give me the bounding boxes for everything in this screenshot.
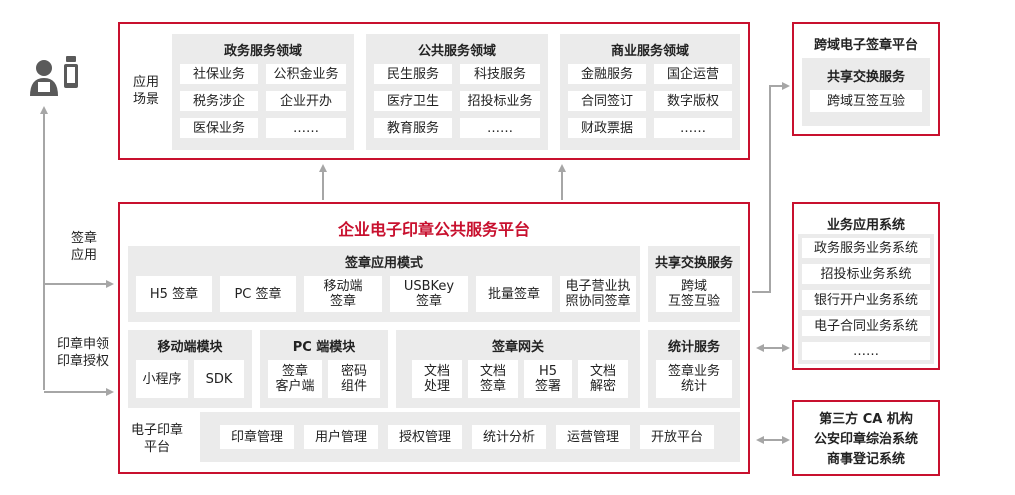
sign-mode-item: 批量签章 <box>476 276 552 312</box>
panel-mobile-module: 移动端模块 小程序 SDK <box>128 330 252 408</box>
scene-item: 合同签订 <box>568 91 646 111</box>
scene-item: 教育服务 <box>374 118 452 138</box>
panel-business-services: 商业服务领域 金融服务 国企运营 合同签订 数字版权 财政票据 …… <box>560 34 740 150</box>
scene-item: …… <box>460 118 540 138</box>
scene-item: 税务涉企 <box>180 91 258 111</box>
mobile-item: 小程序 <box>136 360 188 398</box>
eseal-item: 印章管理 <box>220 425 294 449</box>
sign-mode-item: H5 签章 <box>136 276 212 312</box>
scene-item: 招投标业务 <box>460 91 540 111</box>
user-device-icon <box>30 56 78 96</box>
eseal-item: 运营管理 <box>556 425 630 449</box>
scene-item: …… <box>654 118 732 138</box>
panel-signing-modes: 签章应用模式 H5 签章 PC 签章 移动端 签章 USBKey 签章 批量签章… <box>128 246 640 322</box>
sign-mode-item: 移动端 签章 <box>304 276 382 312</box>
panel-title: 商业服务领域 <box>610 44 689 59</box>
cross-share-panel: 共享交换服务 跨域互签互验 <box>802 58 930 126</box>
gateway-item: 文档 签章 <box>468 360 518 398</box>
panel-title: 统计服务 <box>667 340 720 355</box>
scene-item: 社保业务 <box>180 64 258 84</box>
panel-signing-gateway: 签章网关 文档 处理 文档 签章 H5 签署 文档 解密 <box>396 330 640 408</box>
business-systems-title: 业务应用系统 <box>826 218 905 233</box>
scene-item: 数字版权 <box>654 91 732 111</box>
mobile-item: SDK <box>194 360 244 398</box>
eseal-item: 授权管理 <box>388 425 462 449</box>
panel-eseal-platform: 印章管理 用户管理 授权管理 统计分析 运营管理 开放平台 <box>200 412 740 462</box>
panel-title: 签章网关 <box>491 340 544 355</box>
arrow-share-to-cross <box>752 82 790 293</box>
panel-stats-service: 统计服务 签章业务 统计 <box>648 330 740 408</box>
third-party-line: 第三方 CA 机构 <box>819 412 913 427</box>
pc-item: 密码 组件 <box>328 360 380 398</box>
label-seal-apply: 印章申领 印章授权 <box>56 337 109 369</box>
third-party-line: 商事登记系统 <box>826 452 905 467</box>
business-system-item: 招投标业务系统 <box>802 264 930 284</box>
application-scenes-box: 应用 场景 政务服务领域 社保业务 公积金业务 税务涉企 企业开办 医保业务 …… <box>118 22 750 160</box>
cross-item: 跨域互签互验 <box>810 90 922 112</box>
business-system-item: 政务服务业务系统 <box>802 238 930 258</box>
gateway-item: H5 签署 <box>524 360 572 398</box>
scene-item: 医保业务 <box>180 118 258 138</box>
sign-mode-item: 电子营业执 照协同签章 <box>560 276 636 312</box>
scene-item: 公积金业务 <box>266 64 346 84</box>
panel-gov-services: 政务服务领域 社保业务 公积金业务 税务涉企 企业开办 医保业务 …… <box>172 34 354 150</box>
eseal-item: 用户管理 <box>304 425 378 449</box>
cross-domain-title: 跨域电子签章平台 <box>813 38 918 53</box>
scenes-label: 应用 场景 <box>132 75 159 107</box>
business-systems-panel: 政务服务业务系统 招投标业务系统 银行开户业务系统 电子合同业务系统 …… <box>798 234 934 364</box>
panel-title: 政务服务领域 <box>223 44 302 59</box>
scene-item: 民生服务 <box>374 64 452 84</box>
scene-item: 企业开办 <box>266 91 346 111</box>
panel-title: 移动端模块 <box>157 340 223 355</box>
business-system-item: …… <box>802 342 930 360</box>
cross-domain-platform-box: 跨域电子签章平台 共享交换服务 跨域互签互验 <box>792 22 940 136</box>
sign-mode-item: PC 签章 <box>220 276 296 312</box>
eseal-item: 统计分析 <box>472 425 546 449</box>
share-item: 跨域 互签互验 <box>656 276 732 312</box>
business-system-item: 电子合同业务系统 <box>802 316 930 336</box>
scene-item: 财政票据 <box>568 118 646 138</box>
label-sign-app: 签章 应用 <box>70 231 97 263</box>
gateway-item: 文档 处理 <box>412 360 462 398</box>
third-party-box: 第三方 CA 机构 公安印章综治系统 商事登记系统 <box>792 400 940 476</box>
scene-item: 科技服务 <box>460 64 540 84</box>
gateway-item: 文档 解密 <box>578 360 628 398</box>
pc-item: 签章 客户端 <box>268 360 322 398</box>
sign-mode-item: USBKey 签章 <box>390 276 468 312</box>
third-party-line: 公安印章综治系统 <box>813 432 918 447</box>
panel-title: PC 端模块 <box>292 340 356 355</box>
scene-item: 国企运营 <box>654 64 732 84</box>
scene-item: 医疗卫生 <box>374 91 452 111</box>
panel-pc-module: PC 端模块 签章 客户端 密码 组件 <box>260 330 388 408</box>
main-platform-box: 企业电子印章公共服务平台 签章应用模式 H5 签章 PC 签章 移动端 签章 U… <box>118 202 750 474</box>
scene-item: 金融服务 <box>568 64 646 84</box>
eseal-platform-label: 电子印章 平台 <box>130 423 183 455</box>
business-systems-box: 业务应用系统 政务服务业务系统 招投标业务系统 银行开户业务系统 电子合同业务系… <box>792 202 940 370</box>
panel-title: 共享交换服务 <box>654 256 733 271</box>
eseal-item: 开放平台 <box>640 425 714 449</box>
panel-public-services: 公共服务领域 民生服务 科技服务 医疗卫生 招投标业务 教育服务 …… <box>366 34 548 150</box>
panel-title: 公共服务领域 <box>417 44 496 59</box>
cross-share-title: 共享交换服务 <box>826 70 905 85</box>
business-system-item: 银行开户业务系统 <box>802 290 930 310</box>
scene-item: …… <box>266 118 346 138</box>
panel-share-exchange: 共享交换服务 跨域 互签互验 <box>648 246 740 322</box>
panel-title: 签章应用模式 <box>344 256 423 271</box>
stats-item: 签章业务 统计 <box>656 360 732 398</box>
platform-title: 企业电子印章公共服务平台 <box>337 220 530 239</box>
